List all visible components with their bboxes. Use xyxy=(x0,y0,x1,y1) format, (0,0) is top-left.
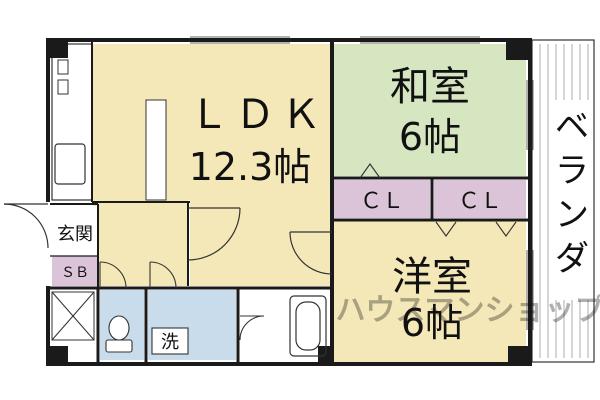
yoshitsu-door xyxy=(289,231,333,275)
kitchen-island xyxy=(145,99,167,201)
yoshitsu-name: 洋室 xyxy=(392,254,472,300)
hallway-area xyxy=(92,200,188,286)
windows xyxy=(190,36,534,330)
veranda-label-char: ン xyxy=(555,195,589,235)
closet-2-doors xyxy=(435,221,517,237)
washroom-sink-box xyxy=(151,327,189,355)
ldk-name: ＬＤＫ xyxy=(189,92,327,138)
washroom-door xyxy=(149,261,177,289)
ldk-size: 12.3帖 xyxy=(189,145,312,189)
yoshitsu-area xyxy=(334,220,526,362)
veranda-label-char: ベ xyxy=(555,107,589,147)
veranda-label-char: ラ xyxy=(555,151,589,191)
closet-2-label: ＣＬ xyxy=(458,189,502,214)
toilet-fixture xyxy=(105,315,133,353)
shoe-box-frame xyxy=(51,291,95,341)
ldk-area-lower xyxy=(190,200,330,286)
washitsu-size: 6帖 xyxy=(399,115,461,159)
shoe-box-area xyxy=(52,256,98,286)
toilet-door xyxy=(99,261,127,289)
closet-1-doors xyxy=(359,163,381,179)
bath-door xyxy=(239,315,265,341)
bathtub xyxy=(289,295,327,357)
closet-2-area xyxy=(434,180,526,218)
veranda-label-char: ダ xyxy=(555,239,589,279)
washitsu-area xyxy=(334,44,526,176)
veranda-label-text: ベランダ xyxy=(555,107,589,279)
washitsu-name: 和室 xyxy=(390,64,470,110)
pillars xyxy=(46,38,532,366)
closet-1-label: ＣＬ xyxy=(360,189,404,214)
genkan-area xyxy=(52,206,98,256)
washroom-label: 洗 xyxy=(161,332,179,353)
entrance-door xyxy=(3,203,49,249)
veranda-label: ベランダ xyxy=(555,107,589,279)
watermark-text: ハウスマンショップ xyxy=(335,293,600,328)
genkan-label: 玄関 xyxy=(57,224,93,245)
closet-1-area xyxy=(334,180,430,218)
bathroom-area xyxy=(240,290,330,360)
shoe-box-label: ＳＢ xyxy=(61,265,89,281)
walls xyxy=(46,38,532,366)
watermark: ハウスマンショップ xyxy=(335,293,600,328)
hall-door xyxy=(187,207,241,261)
yoshitsu-size: 6帖 xyxy=(401,301,463,345)
ldk-area xyxy=(92,44,330,200)
kitchen-counter xyxy=(51,43,93,201)
veranda xyxy=(531,39,595,363)
